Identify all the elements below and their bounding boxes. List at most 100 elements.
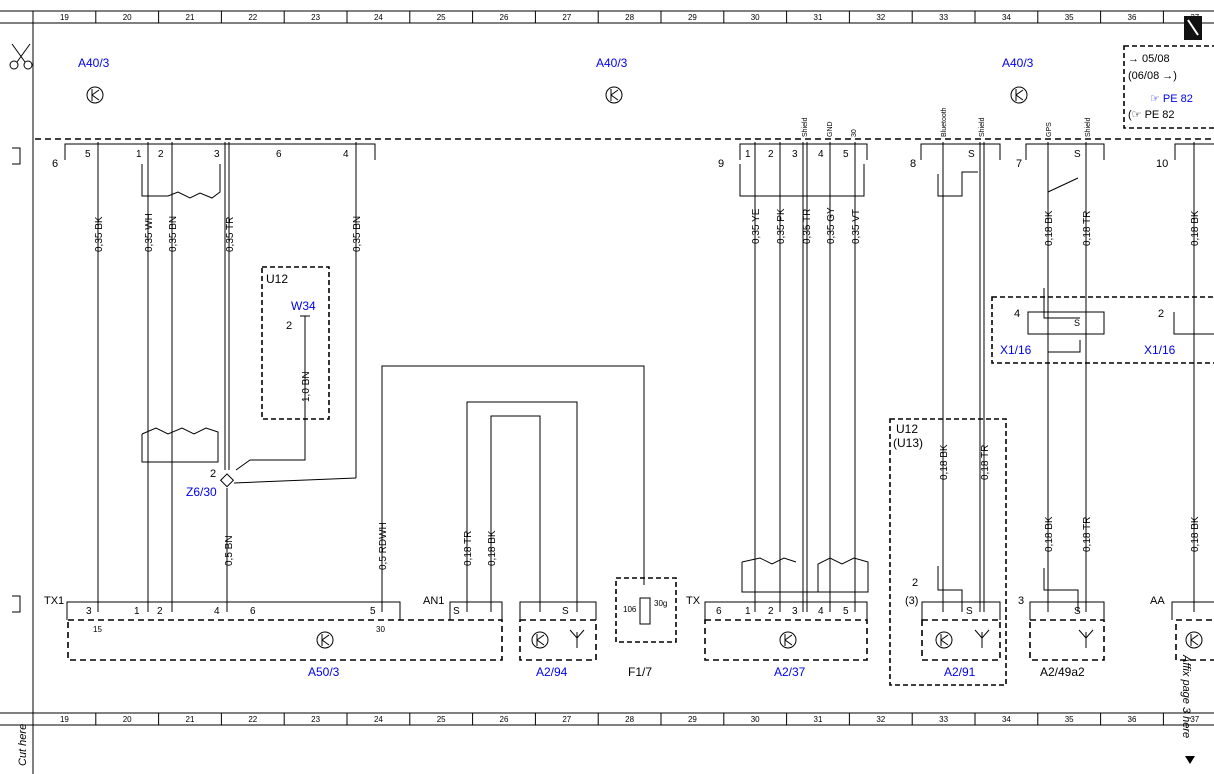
ruler-label: 20	[123, 13, 132, 22]
svg-text:10: 10	[1156, 158, 1168, 170]
svg-text:9: 9	[718, 158, 724, 170]
connector-group-1	[64, 143, 376, 160]
antenna-icon	[1078, 629, 1094, 648]
connector-group-5	[1174, 143, 1214, 160]
svg-text:106: 106	[623, 605, 637, 614]
svg-text:0,18 TR: 0,18 TR	[1082, 517, 1093, 552]
svg-text:Bluetooth: Bluetooth	[941, 107, 948, 137]
svg-text:0,18 TR: 0,18 TR	[980, 445, 991, 480]
ruler-label: 29	[688, 715, 697, 724]
x116-label: X1/16	[1144, 343, 1176, 357]
svg-text:0,18 BK: 0,18 BK	[939, 444, 950, 480]
f17-module	[615, 577, 677, 643]
svg-text:0,35 TR: 0,35 TR	[802, 209, 813, 244]
svg-text:TX1: TX1	[44, 595, 64, 607]
fuse-icon	[639, 597, 651, 625]
svg-text:0,35 TR: 0,35 TR	[225, 217, 236, 252]
x116-box	[991, 296, 1214, 364]
wire-labels-1: 0,35 BK 0,35 WH 0,35 BN 0,35 TR 0,35 BN …	[94, 213, 363, 566]
ruler-label: 35	[1065, 715, 1074, 724]
a237-module	[704, 619, 868, 661]
aa-module	[1175, 619, 1214, 661]
svg-text:4: 4	[1014, 308, 1020, 320]
ruler-label: 34	[1002, 715, 1011, 724]
svg-text:0,18 BK: 0,18 BK	[1190, 516, 1201, 552]
svg-text:GPS: GPS	[1046, 122, 1053, 137]
svg-text:GND: GND	[827, 121, 834, 137]
svg-text:5: 5	[85, 149, 91, 160]
transistor-icon	[531, 631, 549, 649]
svg-text:0,5 BN: 0,5 BN	[224, 535, 235, 566]
svg-text:1: 1	[136, 149, 142, 160]
svg-text:5: 5	[843, 149, 849, 160]
ruler-label: 31	[814, 715, 823, 724]
transistor-icon	[779, 631, 797, 649]
svg-text:Shield: Shield	[1085, 117, 1092, 137]
svg-text:Shield: Shield	[979, 117, 986, 137]
a40-label: A40/3	[78, 56, 110, 70]
svg-text:S: S	[966, 606, 973, 617]
ruler-label: 20	[123, 715, 132, 724]
svg-text:2: 2	[158, 149, 164, 160]
transistor-icon	[86, 86, 104, 104]
a294-module	[519, 619, 597, 661]
ruler-label: 21	[186, 13, 195, 22]
svg-text:30: 30	[851, 129, 858, 137]
connector-group-4	[1025, 143, 1105, 160]
svg-text:0,35 PK: 0,35 PK	[776, 208, 787, 244]
u12-box	[261, 266, 330, 420]
svg-text:4: 4	[214, 606, 220, 617]
cut-here-label: Cut here	[17, 724, 29, 766]
transistor-icon	[1010, 86, 1028, 104]
ruler-label: 24	[374, 13, 383, 22]
svg-text:2: 2	[1158, 308, 1164, 320]
ruler-label: 28	[625, 13, 634, 22]
x116-label: X1/16	[1000, 343, 1032, 357]
a291-module	[921, 619, 1001, 661]
a40-label: A40/3	[596, 56, 628, 70]
transistor-icon	[1185, 631, 1203, 649]
svg-text:S: S	[1074, 149, 1081, 160]
ruler-label: 32	[876, 715, 885, 724]
ruler-label: 33	[939, 13, 948, 22]
svg-text:1: 1	[134, 606, 140, 617]
svg-text:☞ PE 82: ☞ PE 82	[1150, 93, 1193, 105]
svg-text:3: 3	[214, 149, 220, 160]
ruler-label: 29	[688, 13, 697, 22]
a237-label: A2/37	[774, 665, 806, 679]
ruler-label: 34	[1002, 13, 1011, 22]
ruler-label: 25	[437, 13, 446, 22]
a291-label: A2/91	[944, 665, 976, 679]
svg-text:1,0 BN: 1,0 BN	[301, 371, 312, 402]
svg-text:→ 05/08: → 05/08	[1128, 53, 1170, 65]
antenna-icon	[974, 629, 990, 648]
svg-text:S: S	[562, 606, 569, 617]
wire-group-2	[739, 142, 869, 612]
svg-text:0,35 VT: 0,35 VT	[851, 209, 862, 244]
svg-text:3: 3	[792, 606, 798, 617]
svg-text:15: 15	[93, 625, 102, 634]
transistor-icon	[605, 86, 623, 104]
svg-text:5: 5	[370, 606, 376, 617]
svg-text:8: 8	[910, 158, 916, 170]
ruler-label: 28	[625, 715, 634, 724]
svg-text:(06/08 →): (06/08 →)	[1128, 70, 1177, 82]
svg-text:S: S	[1074, 318, 1080, 328]
svg-text:2: 2	[912, 577, 918, 589]
note-box: → 05/08 (06/08 →) ☞ PE 82 (☞ PE 82	[1123, 45, 1214, 129]
svg-text:U12: U12	[266, 272, 288, 286]
svg-text:AA: AA	[1150, 595, 1165, 607]
svg-text:0,18 TR: 0,18 TR	[1082, 211, 1093, 246]
svg-text:0,35 YE: 0,35 YE	[751, 208, 762, 244]
svg-text:6: 6	[52, 158, 58, 170]
svg-text:0,18 BK: 0,18 BK	[1044, 210, 1055, 246]
ruler-label: 27	[562, 715, 571, 724]
a40-label: A40/3	[1002, 56, 1034, 70]
svg-text:1: 1	[745, 606, 751, 617]
z630-label: Z6/30	[186, 485, 217, 499]
a249-label: A2/49a2	[1040, 665, 1085, 679]
ruler-label: 26	[500, 13, 509, 22]
svg-text:S: S	[968, 149, 975, 160]
